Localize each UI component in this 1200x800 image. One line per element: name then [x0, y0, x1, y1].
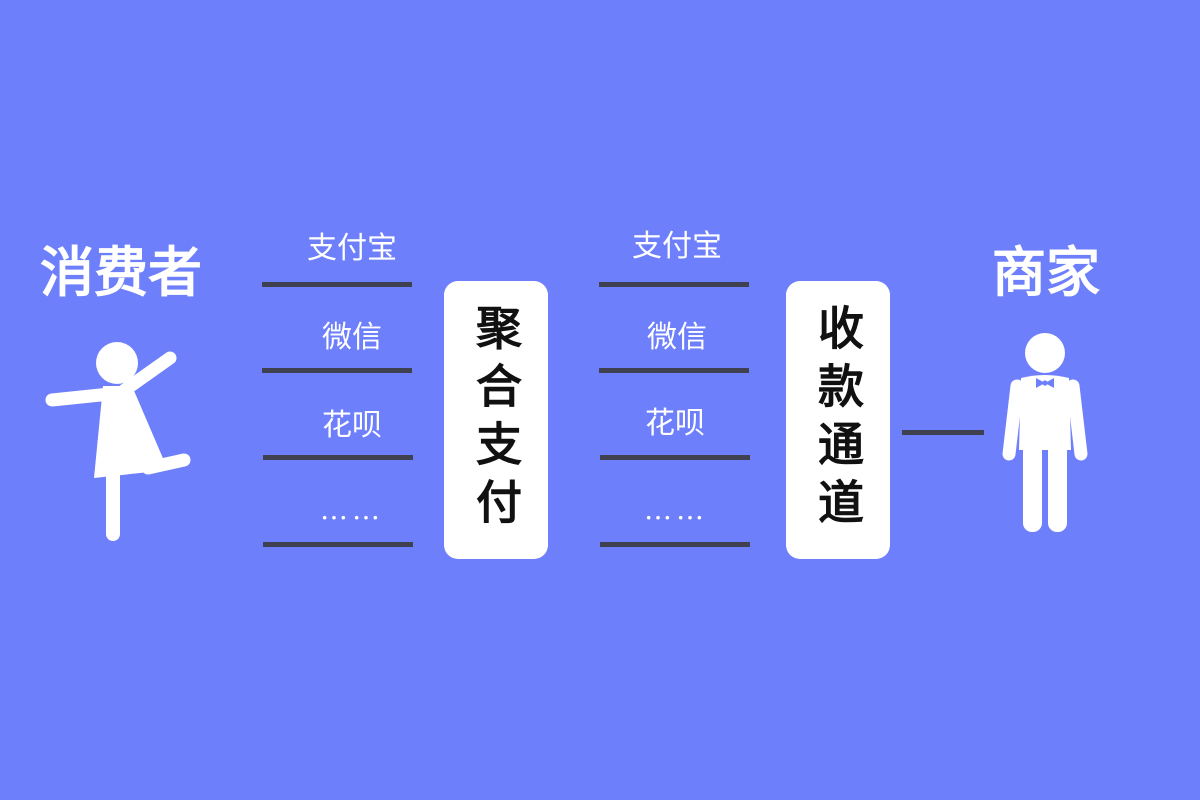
right-method-line: [599, 282, 749, 287]
merchant-title: 商家: [992, 241, 1100, 304]
aggregator-box: 聚合支付: [444, 281, 548, 559]
right-method-line: [600, 455, 750, 460]
left-method-label: ……: [320, 493, 384, 526]
left-method-label: 花呗: [322, 408, 382, 443]
waiter-bowtie-icon: [1002, 333, 1088, 532]
right-method-label: 微信: [647, 320, 707, 355]
left-method-line: [263, 455, 413, 460]
right-method-line: [600, 542, 750, 547]
aggregator-box-label: 聚合支付: [469, 304, 523, 536]
right-method-label: ……: [644, 493, 708, 526]
left-method-line: [262, 368, 412, 373]
consumer-title: 消费者: [40, 241, 202, 304]
left-method-line: [263, 542, 413, 547]
dancing-person-icon: [45, 342, 191, 541]
left-method-label: 支付宝: [307, 231, 397, 266]
channel-box-label: 收款通道: [811, 304, 865, 536]
left-method-label: 微信: [322, 320, 382, 355]
right-method-label: 支付宝: [632, 229, 722, 264]
right-method-line: [599, 368, 749, 373]
left-method-line: [262, 282, 412, 287]
merchant-connector-line: [902, 430, 984, 435]
right-method-label: 花呗: [645, 406, 705, 441]
channel-box: 收款通道: [786, 281, 890, 559]
